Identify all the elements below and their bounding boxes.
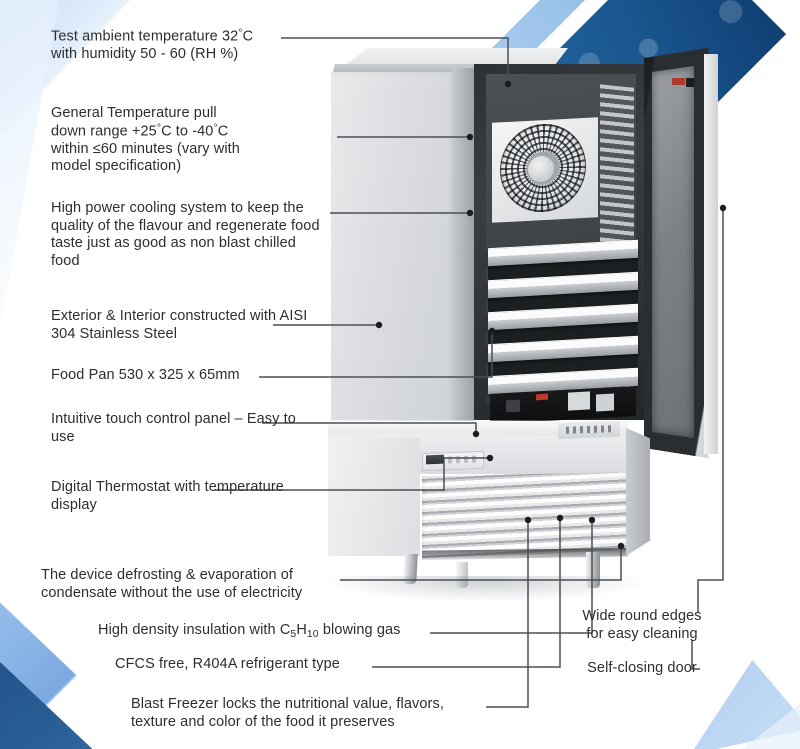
lower-cabinet-left-panel bbox=[328, 438, 420, 556]
callout-edges-line2: for easy cleaning bbox=[586, 625, 698, 642]
cabinet-left-face bbox=[331, 72, 453, 422]
leader-round-edges bbox=[697, 208, 724, 612]
leader-defrost bbox=[340, 546, 622, 581]
product-photo-blast-freezer bbox=[300, 28, 750, 602]
callout-insulation-prefix: High density insulation with C bbox=[98, 622, 291, 638]
callout-pulldown-line2c: C bbox=[217, 123, 229, 140]
cabinet-leg bbox=[586, 552, 600, 588]
subscript-5: 5 bbox=[290, 628, 297, 640]
cabinet-leg bbox=[456, 562, 468, 588]
door-outer-edge bbox=[704, 54, 718, 454]
leader-ambient bbox=[281, 37, 509, 84]
leader-dot bbox=[472, 430, 480, 438]
callout-ambient-line2: with humidity 50 - 60 (RH %) bbox=[51, 46, 239, 63]
callout-ambient-unit: C bbox=[242, 28, 254, 45]
callout-ambient-line1: Test ambient temperature 32 bbox=[51, 28, 239, 45]
leader-dot bbox=[504, 80, 512, 88]
leader-thermostat bbox=[215, 457, 490, 491]
callout-defrosting: The device defrosting & evaporation of c… bbox=[41, 567, 303, 601]
subscript-10: 10 bbox=[306, 628, 319, 640]
leader-dot bbox=[719, 204, 727, 212]
leader-dot bbox=[466, 209, 474, 217]
leader-touch bbox=[262, 422, 477, 434]
callout-blast-line1: Blast Freezer locks the nutritional valu… bbox=[131, 696, 444, 712]
callout-digital-thermostat: Digital Thermostat with temperature disp… bbox=[51, 479, 284, 513]
callout-pulldown-line2b: C to -40 bbox=[161, 123, 214, 140]
callout-pulldown-line3: within ≤60 minutes (vary with bbox=[51, 140, 240, 157]
callout-blast-freezer-benefit: Blast Freezer locks the nutritional valu… bbox=[131, 696, 501, 731]
callout-cooling-system: High power cooling system to keep the qu… bbox=[51, 200, 320, 270]
degree-symbol: ° bbox=[213, 122, 218, 134]
leader-cfcs bbox=[372, 518, 561, 668]
leader-insulation bbox=[430, 520, 593, 634]
callout-insulation-suffix: blowing gas bbox=[318, 622, 401, 638]
callout-pulldown-line4: model specification) bbox=[51, 158, 182, 175]
callout-insulation-mid: H bbox=[296, 622, 307, 638]
cabinet-door-frame-edge bbox=[452, 68, 474, 424]
callout-pulldown-line1: General Temperature pull bbox=[51, 105, 217, 121]
leader-dot bbox=[556, 514, 564, 522]
leader-dot bbox=[466, 133, 474, 141]
leader-dot bbox=[488, 327, 496, 335]
leader-dot bbox=[617, 542, 625, 550]
leader-blast bbox=[486, 520, 529, 708]
lower-cabinet-right-panel bbox=[626, 428, 650, 556]
degree-symbol: ° bbox=[156, 122, 162, 134]
callout-stainless-steel: Exterior & Interior constructed with AIS… bbox=[51, 308, 308, 342]
leader-self-closing bbox=[691, 640, 700, 670]
vent-shadow bbox=[422, 548, 628, 560]
callout-edges-line1: Wide round edges bbox=[582, 608, 702, 624]
leader-dot bbox=[588, 516, 596, 524]
leader-dot bbox=[375, 321, 383, 329]
leader-foodpan bbox=[259, 331, 493, 378]
lower-cabinet-top bbox=[328, 420, 628, 438]
callout-pulldown-line2a: down range +25 bbox=[51, 123, 157, 140]
callout-insulation: High density insulation with C5H10 blowi… bbox=[98, 622, 438, 642]
callout-touch-control-panel: Intuitive touch control panel – Easy to … bbox=[51, 411, 296, 445]
degree-symbol: ° bbox=[238, 28, 243, 39]
callout-self-closing-door: Self-closing door bbox=[587, 660, 697, 676]
callout-cfcs-refrigerant: CFCS free, R404A refrigerant type bbox=[115, 656, 340, 672]
leader-dot bbox=[486, 454, 494, 462]
callout-food-pan: Food Pan 530 x 325 x 65mm bbox=[51, 367, 240, 383]
callout-blast-line2: texture and color of the food it preserv… bbox=[131, 713, 395, 730]
leader-dot bbox=[524, 516, 532, 524]
louvre-vent-grille bbox=[422, 472, 628, 558]
